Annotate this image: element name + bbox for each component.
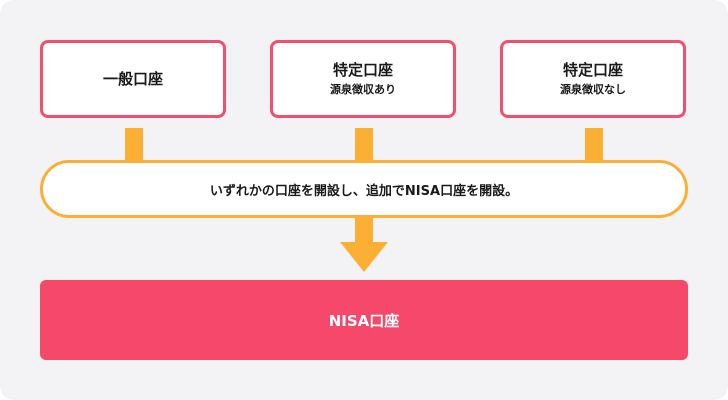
account-title: 特定口座 — [562, 61, 623, 79]
down-arrow-icon — [340, 242, 388, 272]
connector-line — [125, 128, 143, 164]
account-box-general: 一般口座 — [40, 40, 226, 118]
account-subtitle: 源泉徴収あり — [330, 83, 396, 96]
nisa-account-label: NISA口座 — [328, 311, 400, 330]
connector-line — [585, 128, 603, 164]
account-box-specific-no-withholding: 特定口座 源泉徴収なし — [500, 40, 686, 118]
connector-line — [355, 128, 373, 164]
instruction-text: いずれかの口座を開設し、追加でNISA口座を開設。 — [209, 183, 519, 199]
instruction-pill: いずれかの口座を開設し、追加でNISA口座を開設。 — [40, 160, 688, 218]
down-arrow-shaft — [355, 218, 373, 242]
account-title: 特定口座 — [332, 61, 393, 79]
account-box-specific-withholding: 特定口座 源泉徴収あり — [270, 40, 456, 118]
account-title: 一般口座 — [102, 70, 163, 88]
nisa-account-box: NISA口座 — [40, 280, 688, 360]
account-subtitle: 源泉徴収なし — [560, 83, 626, 96]
